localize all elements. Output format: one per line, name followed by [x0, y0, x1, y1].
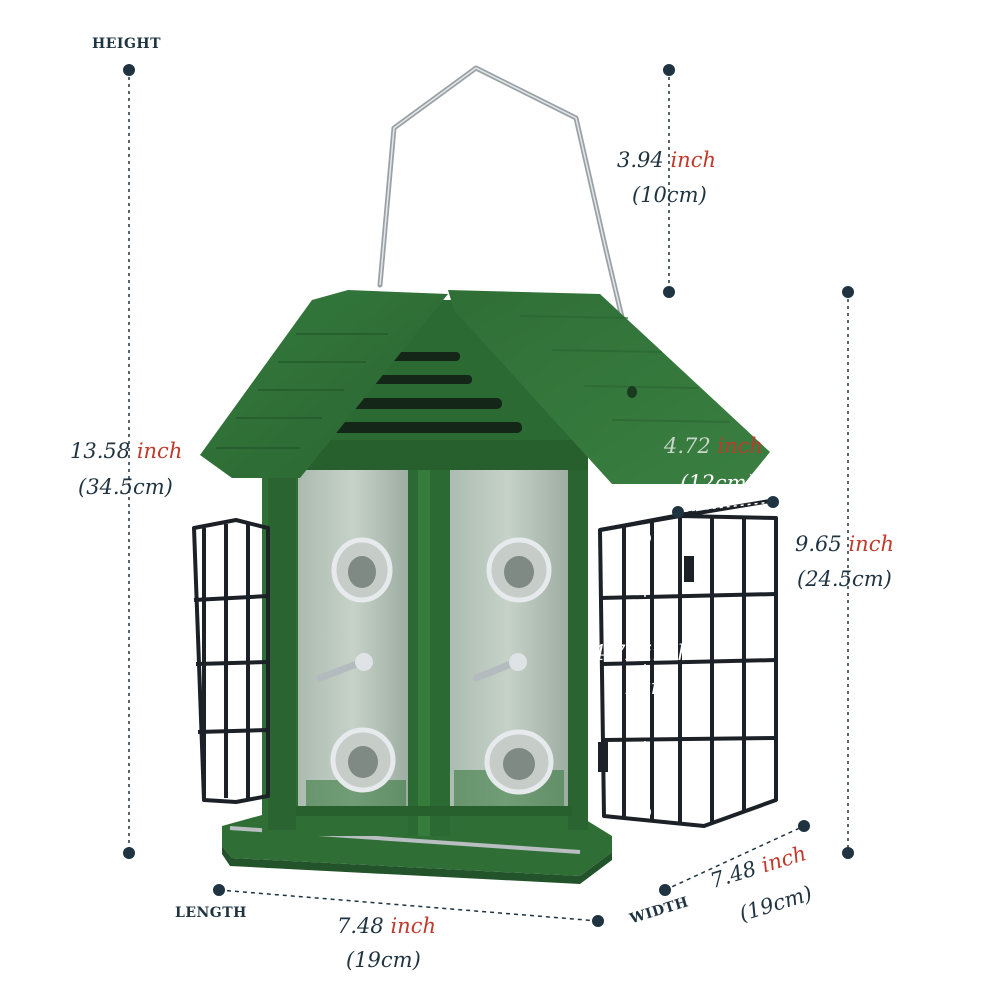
hanger-top-dot [663, 64, 675, 76]
hanger-value: 3.94 [617, 148, 664, 172]
total-height-label: 13.58 inch [70, 441, 182, 462]
length-right-dot [592, 915, 604, 927]
width-dimension-line [664, 825, 805, 891]
cage-depth-value: 4.72 [664, 434, 711, 458]
hanger-unit: inch [670, 148, 716, 172]
suet-cage-right [598, 498, 778, 828]
height-bottom-dot [123, 847, 135, 859]
body-height-value: 9.65 [795, 532, 842, 556]
cage-height-label: 4.72 inch [592, 641, 691, 665]
hanger-metric: (10cm) [632, 183, 707, 207]
length-label: 7.48 inch [337, 916, 436, 937]
vent-slots [332, 352, 522, 433]
cage-depth-left-dot [672, 506, 684, 518]
length-value: 7.48 [337, 914, 384, 938]
body-height-bottom-dot [842, 847, 854, 859]
cage-depth-unit: inch [717, 434, 763, 458]
perch [316, 653, 527, 682]
length-caption: LENGTH [175, 905, 247, 921]
length-unit: inch [390, 914, 436, 938]
cage-depth-dimension-line [677, 501, 773, 513]
suet-cage-left [192, 518, 270, 804]
height-top-dot [123, 64, 135, 76]
body-height-label: 9.65 inch [795, 534, 894, 555]
length-left-dot [213, 884, 225, 896]
body-height-unit: inch [848, 532, 894, 556]
hanger-label: 3.94 inch [617, 150, 716, 171]
body-height-metric: (24.5cm) [797, 567, 892, 591]
hanger-bottom-dot [663, 286, 675, 298]
height-caption: HEIGHT [92, 36, 162, 52]
width-left-dot [659, 884, 671, 896]
cage-height-bottom-dot [639, 806, 651, 818]
cage-depth-label: 4.72 inch [664, 436, 763, 457]
cage-depth-metric: (12cm) [680, 471, 755, 495]
length-metric: (19cm) [346, 948, 421, 972]
roof-left [200, 290, 448, 478]
cage-depth-right-dot [767, 496, 779, 508]
width-right-dot [798, 820, 810, 832]
bird-feeder [192, 65, 778, 884]
cage-height-metric: (12cm) [604, 675, 679, 699]
total-height-value: 13.58 [70, 439, 131, 463]
body-height-top-dot [842, 286, 854, 298]
cage-height-top-dot [639, 532, 651, 544]
total-height-unit: inch [136, 439, 183, 463]
total-height-metric: (34.5cm) [78, 475, 173, 499]
